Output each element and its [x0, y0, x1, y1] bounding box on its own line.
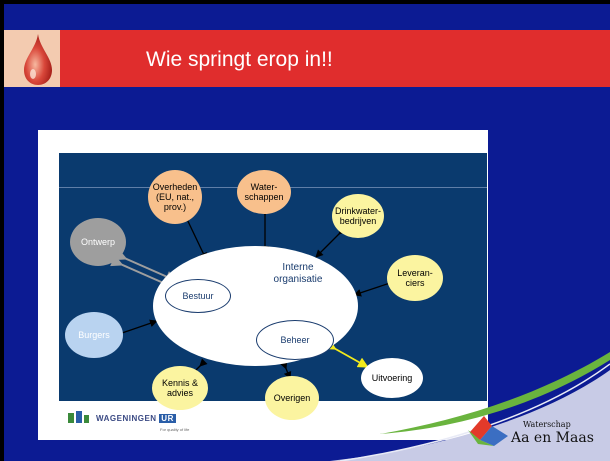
- water-drop-icon: [24, 34, 52, 85]
- node-bestuur: Bestuur: [165, 279, 231, 313]
- node-overigen: Overigen: [265, 376, 319, 420]
- node-burgers: Burgers: [65, 312, 123, 358]
- wageningen-logo-icon: [64, 409, 92, 427]
- waterschap-line1: Waterschap: [523, 420, 571, 429]
- top-border: [0, 0, 610, 4]
- arrow-drinkwater: [315, 226, 347, 258]
- node-ontwerp: Ontwerp: [70, 218, 126, 266]
- arrow-burgers: [114, 319, 158, 339]
- node-kennis: Kennis & advies: [152, 366, 208, 410]
- arrow-overigen: [279, 360, 292, 380]
- node-waterschappen: Water- schappen: [237, 170, 291, 214]
- title-bar: [4, 30, 610, 87]
- waterschap-line2: Aa en Maas: [511, 430, 594, 446]
- node-beheer: Beheer: [256, 320, 334, 360]
- wageningen-logo-text: WAGENINGEN UR: [96, 414, 176, 423]
- wageningen-tagline: For quality of life: [160, 427, 190, 432]
- arrow-beheer-uitvoering: [324, 339, 369, 368]
- node-uitvoering: Uitvoering: [361, 358, 423, 398]
- left-border: [0, 0, 4, 461]
- node-leveranciers: Leveran- ciers: [387, 255, 443, 301]
- center-label: Interne organisatie: [273, 262, 323, 285]
- node-drinkwater: Drinkwater- bedrijven: [332, 194, 384, 238]
- node-overheden: Overheden (EU, nat., prov.): [148, 170, 202, 224]
- arrow-leveranciers: [353, 278, 395, 297]
- arrow-ontwerp-2: [110, 255, 174, 289]
- arrow-overheden: [179, 209, 207, 261]
- wageningen-badge: UR: [159, 414, 176, 423]
- slide-title: Wie springt erop in!!: [146, 48, 333, 71]
